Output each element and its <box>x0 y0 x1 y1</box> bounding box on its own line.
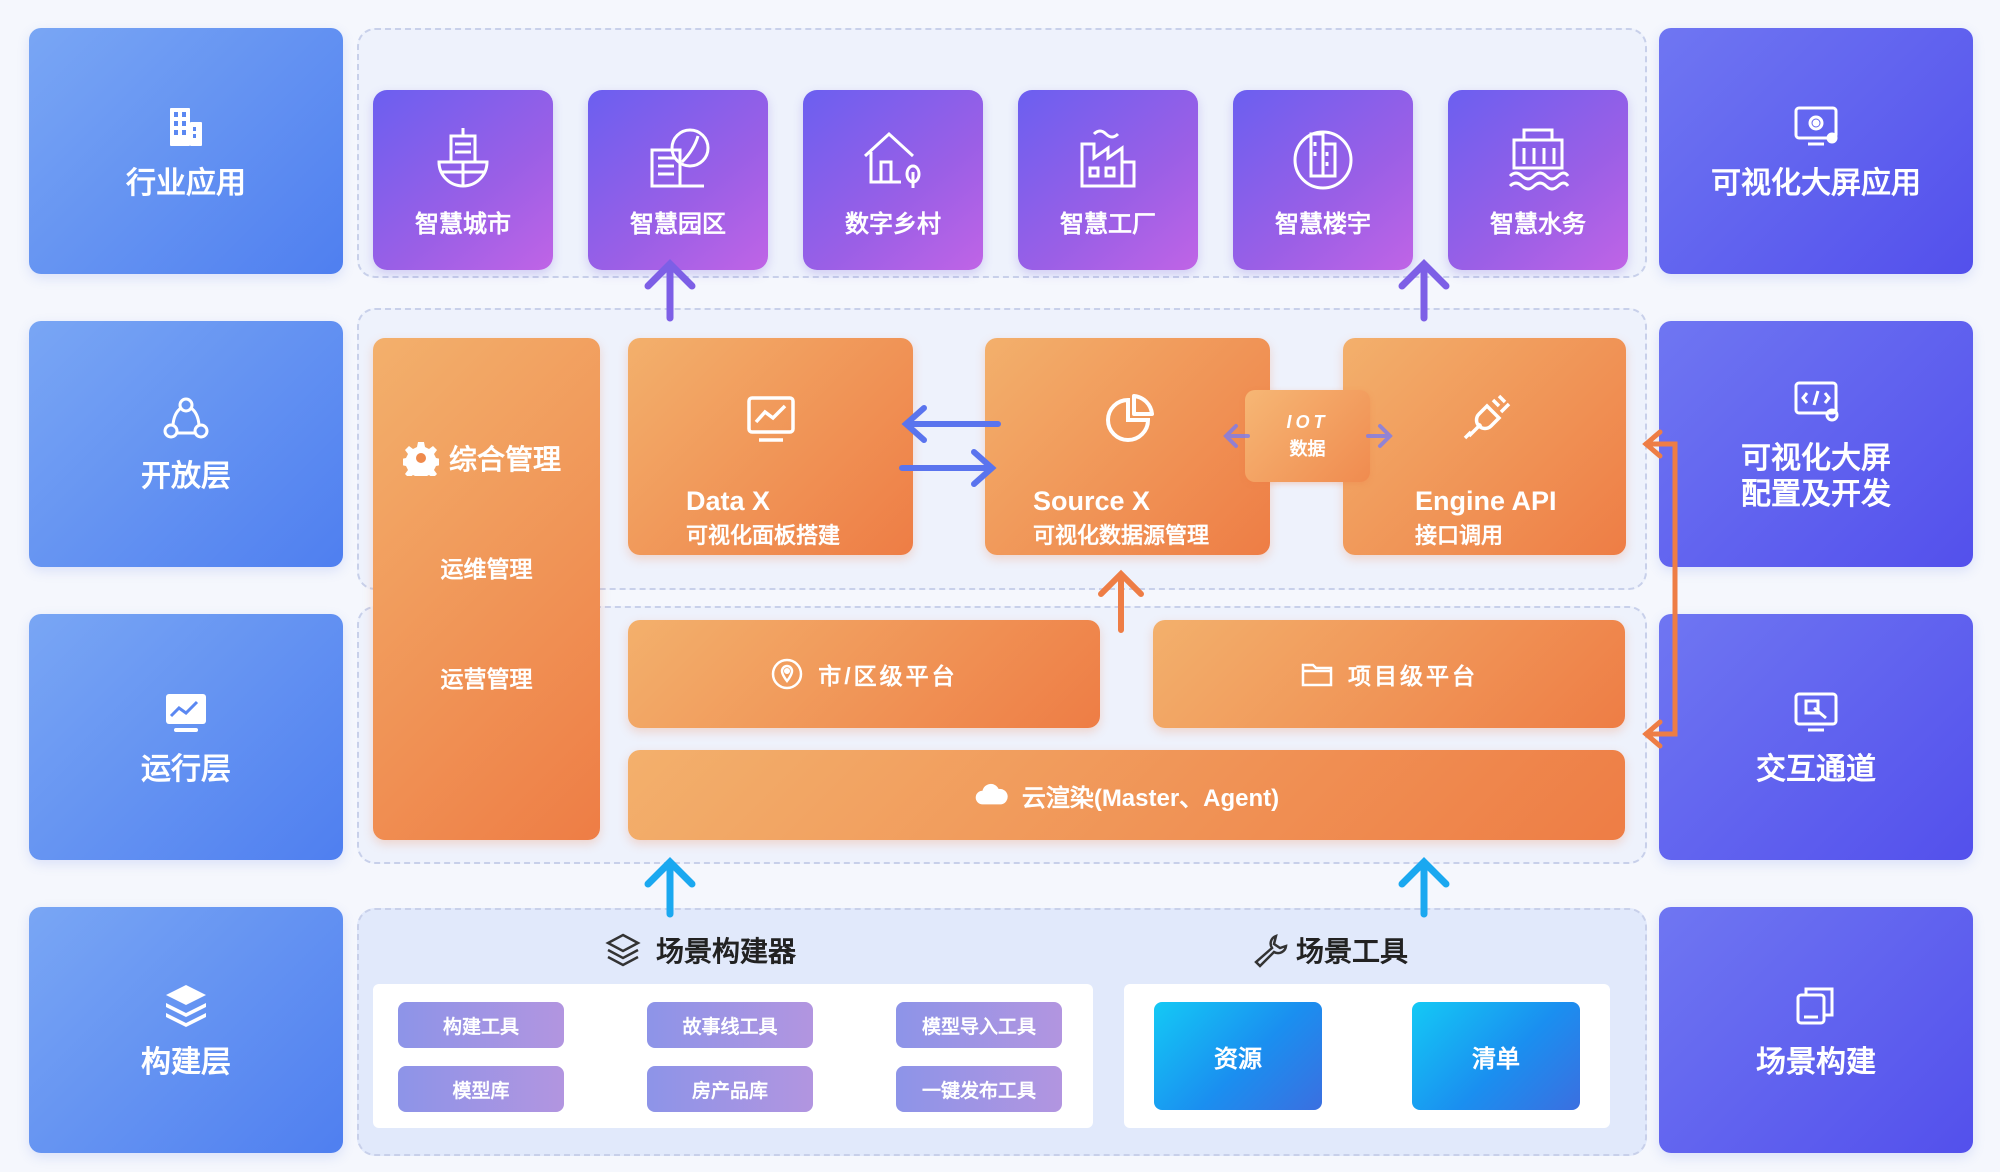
monitor-chart-icon <box>166 694 206 732</box>
module-data-x[interactable]: Data X 可视化面板搭建 <box>628 338 913 555</box>
app-tile-digital-village[interactable]: 数字乡村 <box>803 90 983 270</box>
app-tile-smart-water[interactable]: 智慧水务 <box>1448 90 1628 270</box>
management-header: 综合管理 <box>403 438 561 478</box>
water-works-icon <box>1508 128 1570 190</box>
layer-label: 行业应用 <box>126 167 246 200</box>
layer-label: 交互通道 <box>1756 753 1876 786</box>
park-building-icon <box>650 128 710 187</box>
tool-storyline[interactable]: 故事线工具 <box>647 1002 813 1048</box>
layer-industry-application: 行业应用 <box>29 28 343 274</box>
chart-monitor-icon <box>747 396 795 442</box>
management-item: 运维管理 <box>440 556 533 582</box>
factory-icon <box>1080 129 1136 187</box>
wrench-icon <box>1254 934 1288 968</box>
module-title: Data X <box>686 486 771 516</box>
cloud-icon <box>975 783 1008 805</box>
scene-builder-title: 场景构建器 <box>656 936 797 967</box>
module-title: Engine API <box>1415 486 1557 516</box>
buildings-icon <box>170 108 202 146</box>
app-label: 智慧园区 <box>630 210 726 238</box>
layer-scene-build: 场景构建 <box>1659 907 1973 1153</box>
layer-open: 开放层 <box>29 321 343 567</box>
screen-settings-icon <box>1794 106 1838 146</box>
app-tile-smart-park[interactable]: 智慧园区 <box>588 90 768 270</box>
cloud-render-bar[interactable]: 云渲染(Master、Agent) <box>628 750 1625 840</box>
resources-button[interactable]: 资源 <box>1154 1002 1322 1110</box>
layers-stack-icon <box>166 985 206 1027</box>
village-house-icon <box>863 131 921 188</box>
management-title: 综合管理 <box>449 444 562 475</box>
tower-building-icon <box>1293 130 1353 189</box>
iot-sublabel: 数据 <box>1289 439 1326 459</box>
industry-apps-group: 智慧城市 智慧园区 数字乡村 智慧工厂 智慧楼宇 <box>357 28 1647 278</box>
module-engine-api[interactable]: Engine API 接口调用 <box>1343 338 1626 555</box>
app-tile-smart-city[interactable]: 智慧城市 <box>373 90 553 270</box>
module-subtitle: 可视化面板搭建 <box>686 523 841 548</box>
interactive-screen-icon <box>1794 692 1838 732</box>
app-tile-smart-factory[interactable]: 智慧工厂 <box>1018 90 1198 270</box>
tool-build[interactable]: 构建工具 <box>398 1002 564 1048</box>
comprehensive-management-panel: 综合管理 运维管理 运营管理 <box>373 338 600 840</box>
management-item: 运营管理 <box>440 666 533 692</box>
arrow-up-from-tools <box>1398 857 1450 918</box>
iot-label: IOT <box>1286 412 1329 432</box>
iot-data-badge: IOT 数据 <box>1245 390 1370 482</box>
tool-property-library[interactable]: 房产品库 <box>647 1066 813 1112</box>
layer-visual-screen-app: 可视化大屏应用 <box>1659 28 1973 274</box>
pie-chart-icon <box>1106 394 1154 442</box>
list-button[interactable]: 清单 <box>1412 1002 1580 1110</box>
copy-windows-icon <box>1796 987 1834 1025</box>
gear-icon <box>403 442 439 476</box>
app-label: 智慧城市 <box>415 210 511 238</box>
layer-interaction-channel: 交互通道 <box>1659 614 1973 860</box>
scene-tools-panel: 资源 清单 <box>1124 984 1610 1128</box>
module-subtitle: 可视化数据源管理 <box>1033 523 1210 548</box>
layers-icon <box>605 933 641 967</box>
layer-label: 可视化大屏应用 <box>1711 167 1921 200</box>
platform-label: 市/区级平台 <box>818 663 958 689</box>
arrow-up-from-builder <box>644 857 696 918</box>
app-label: 智慧水务 <box>1490 210 1586 238</box>
app-label: 智慧工厂 <box>1060 210 1156 238</box>
scene-builder-header: 场景构建器 <box>604 930 796 970</box>
platform-label: 项目级平台 <box>1348 663 1478 689</box>
layer-visual-config: 可视化大屏 配置及开发 <box>1659 321 1973 567</box>
layer-runtime: 运行层 <box>29 614 343 860</box>
globe-city-icon <box>437 127 489 187</box>
build-layer-group: 场景构建器 场景工具 构建工具 故事线工具 模型导入工具 模型库 房产品库 一键… <box>357 908 1647 1156</box>
layer-build: 构建层 <box>29 907 343 1153</box>
platform-project[interactable]: 项目级平台 <box>1153 620 1625 728</box>
module-subtitle: 接口调用 <box>1415 523 1504 548</box>
share-nodes-icon <box>163 397 209 439</box>
layer-label: 场景构建 <box>1756 1046 1876 1079</box>
scene-tools-header: 场景工具 <box>1252 930 1408 970</box>
module-title: Source X <box>1033 486 1151 516</box>
layer-label: 运行层 <box>141 753 231 786</box>
tool-one-click-publish[interactable]: 一键发布工具 <box>896 1066 1062 1112</box>
module-source-x[interactable]: Source X 可视化数据源管理 <box>985 338 1270 555</box>
app-label: 智慧楼宇 <box>1275 210 1371 238</box>
scene-tools-title: 场景工具 <box>1296 936 1409 967</box>
cloud-render-label: 云渲染(Master、Agent) <box>1021 784 1280 812</box>
layer-label: 开放层 <box>141 460 231 493</box>
plug-icon <box>1463 394 1511 440</box>
code-screen-icon <box>1794 381 1839 422</box>
tool-model-import[interactable]: 模型导入工具 <box>896 1002 1062 1048</box>
layer-label: 构建层 <box>141 1046 231 1079</box>
scene-builder-panel: 构建工具 故事线工具 模型导入工具 模型库 房产品库 一键发布工具 <box>373 984 1093 1128</box>
app-tile-smart-building[interactable]: 智慧楼宇 <box>1233 90 1413 270</box>
layer-label: 可视化大屏 配置及开发 <box>1741 442 1891 511</box>
folder-icon <box>1301 663 1333 687</box>
tool-model-library[interactable]: 模型库 <box>398 1066 564 1112</box>
app-label: 数字乡村 <box>845 210 941 238</box>
location-pin-icon <box>772 658 803 690</box>
platform-city-district[interactable]: 市/区级平台 <box>628 620 1100 728</box>
